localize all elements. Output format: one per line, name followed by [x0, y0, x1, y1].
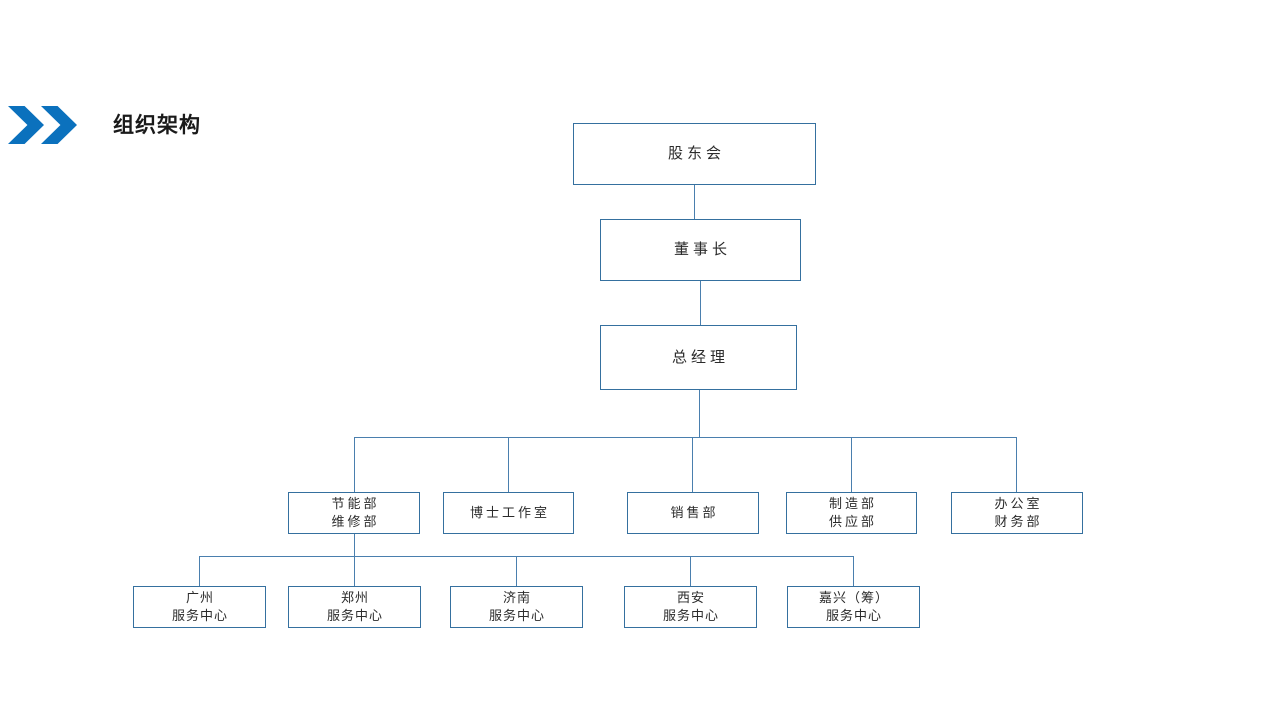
node-center-xian[interactable]: 西安 服务中心 [624, 586, 757, 628]
node-label-line2: 供应部 [828, 514, 877, 529]
node-label-line2: 服务中心 [662, 608, 719, 623]
node-label-line1: 济南 [502, 590, 531, 605]
node-label-line1: 办公室 [994, 496, 1043, 511]
node-label-line2: 维修部 [331, 514, 380, 529]
node-label-line1: 郑州 [340, 590, 369, 605]
node-label-line2: 服务中心 [488, 608, 545, 623]
node-label-line1: 销售部 [670, 505, 719, 520]
node-center-jinan[interactable]: 济南 服务中心 [450, 586, 583, 628]
node-center-guangzhou[interactable]: 广州 服务中心 [133, 586, 266, 628]
node-label: 董事长 [673, 241, 731, 258]
header-chevron-group [8, 106, 86, 144]
node-dept-manufacturing-supply[interactable]: 制造部 供应部 [786, 492, 917, 534]
node-dept-office-finance[interactable]: 办公室 财务部 [951, 492, 1083, 534]
node-dept-doctor-studio[interactable]: 博士工作室 [443, 492, 574, 534]
node-label-line1: 嘉兴（筹） [818, 590, 889, 605]
node-label-line2: 服务中心 [171, 608, 228, 623]
node-center-jiaxing[interactable]: 嘉兴（筹） 服务中心 [787, 586, 920, 628]
node-label: 总经理 [671, 348, 729, 366]
node-label-line2: 服务中心 [326, 608, 383, 623]
page-title: 组织架构 [113, 114, 201, 137]
node-label-line1: 西安 [676, 590, 705, 605]
node-label-line1: 博士工作室 [469, 505, 550, 520]
node-dept-energy-maintenance[interactable]: 节能部 维修部 [288, 492, 420, 534]
node-shareholders[interactable]: 股东会 [573, 123, 816, 185]
node-label-line1: 节能部 [331, 496, 380, 511]
node-dept-sales[interactable]: 销售部 [627, 492, 759, 534]
node-center-zhengzhou[interactable]: 郑州 服务中心 [288, 586, 421, 628]
slide-header: 组织架构 [0, 48, 1280, 144]
node-label: 股东会 [667, 145, 725, 162]
node-chairman[interactable]: 董事长 [600, 219, 801, 281]
node-label-line2: 服务中心 [825, 608, 882, 623]
node-general-manager[interactable]: 总经理 [600, 325, 797, 390]
node-label-line2: 财务部 [994, 514, 1043, 529]
node-label-line1: 广州 [185, 590, 214, 605]
node-label-line1: 制造部 [828, 496, 877, 511]
